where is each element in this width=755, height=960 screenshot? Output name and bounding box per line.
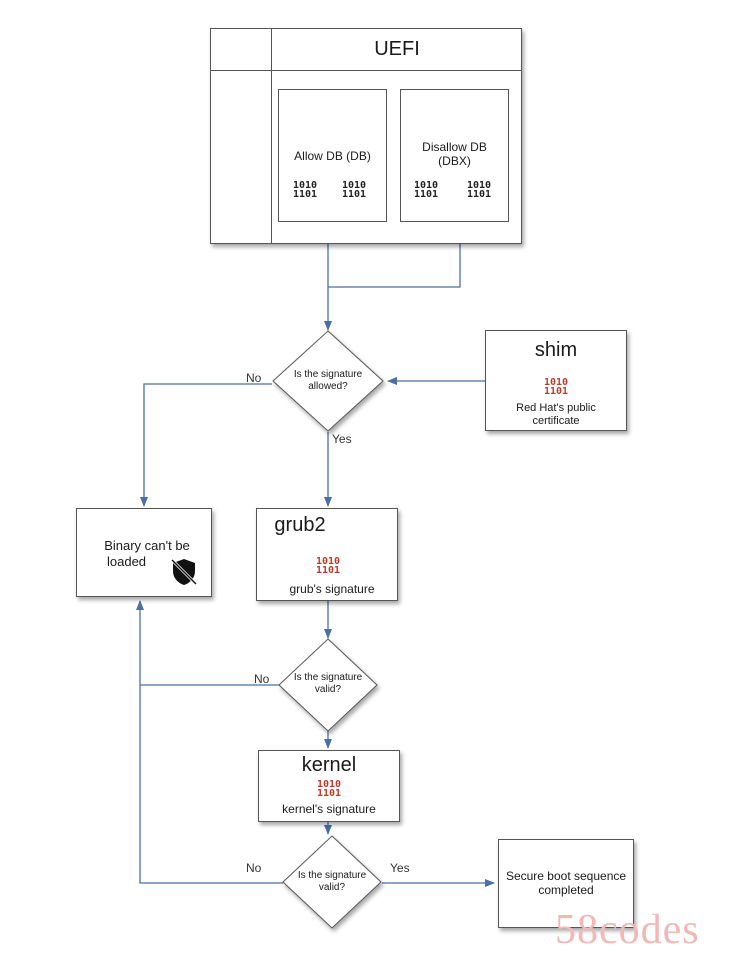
fail-box-text: Binary can't be loaded: [104, 538, 190, 569]
shim-caption: Red Hat's public certificate: [516, 402, 596, 428]
kernel-caption: kernel's signature: [282, 802, 376, 816]
watermark: 58codes: [555, 907, 700, 953]
decision3-no-label: No: [246, 861, 262, 875]
connector-decision3-no: [136, 600, 283, 884]
decision2-no-label: No: [254, 672, 270, 686]
secure-boot-completed-box: Secure boot sequence completed: [498, 839, 634, 928]
grub2-title: grub2: [274, 514, 326, 536]
shield-slash-icon: [170, 558, 198, 586]
connector-decision1-no: [140, 383, 272, 507]
shim-title: shim: [534, 339, 578, 361]
uefi-vertical-divider: [271, 29, 272, 243]
decision-signature-allowed: [272, 330, 384, 432]
allow-db-label: Allow DB (DB): [294, 149, 371, 163]
binary-cannot-load-box: Binary can't be loaded: [76, 508, 212, 597]
uefi-title: UEFI: [374, 38, 420, 60]
decision1-yes-label: Yes: [332, 432, 352, 446]
decision-grub-signature-valid: [278, 638, 378, 732]
grub2-caption: grub's signature: [289, 582, 375, 596]
success-box-text: Secure boot sequence completed: [505, 869, 627, 898]
decision1-no-label: No: [246, 371, 262, 385]
decision-kernel-signature-valid: [282, 835, 382, 929]
uefi-horizontal-divider: [211, 70, 521, 71]
decision3-yes-label: Yes: [390, 861, 410, 875]
disallow-db-label: Disallow DB (DBX): [422, 140, 487, 169]
kernel-title: kernel: [301, 754, 357, 776]
